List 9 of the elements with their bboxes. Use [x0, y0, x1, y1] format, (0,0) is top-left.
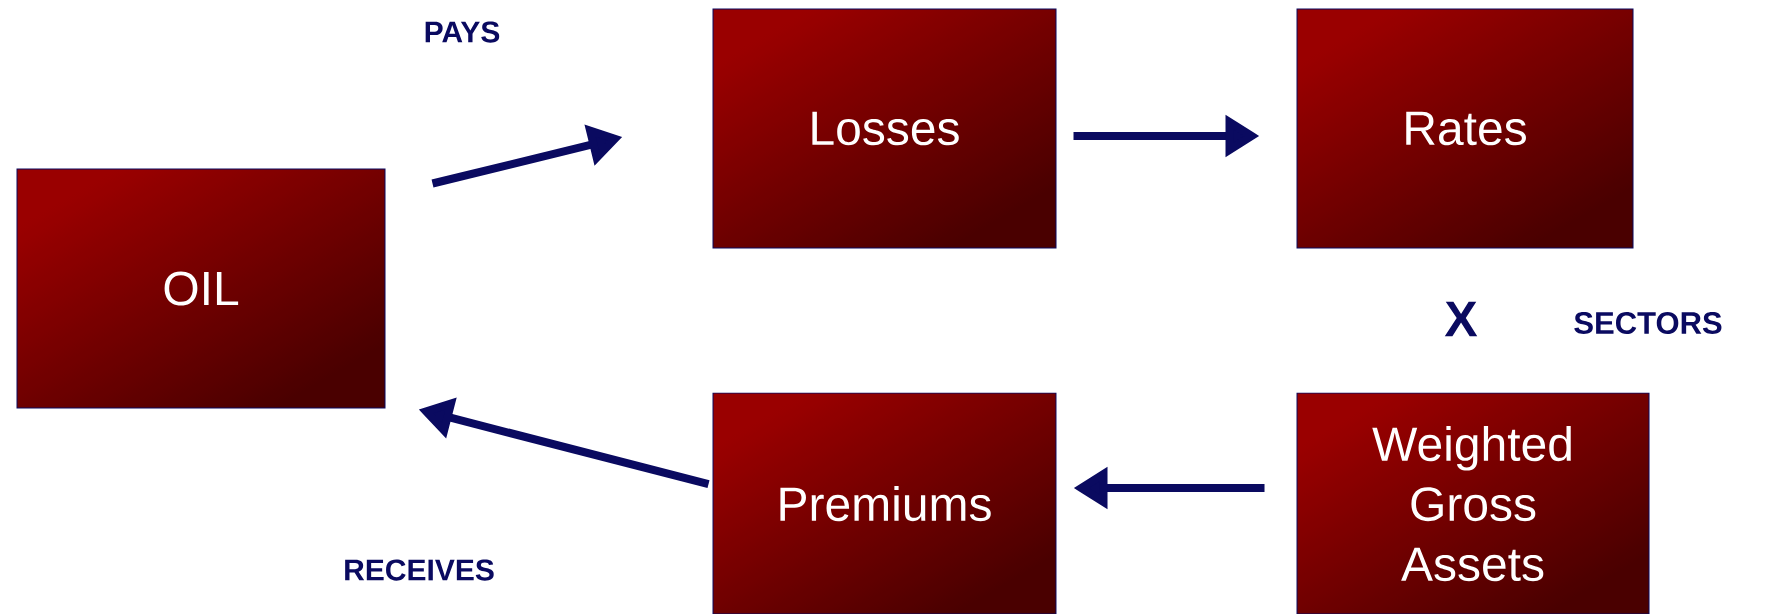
label: X: [1444, 301, 1478, 337]
label: SECTORS: [1574, 312, 1722, 334]
process-box: Premiums: [712, 392, 1057, 614]
process-box: Losses: [712, 8, 1057, 249]
process-box: OIL: [16, 168, 386, 409]
edge-label: PAYS: [421, 19, 503, 45]
edge-label: RECEIVES: [341, 557, 497, 583]
process-box: Weighted Gross Assets: [1296, 392, 1650, 614]
process-box: Rates: [1296, 8, 1634, 249]
